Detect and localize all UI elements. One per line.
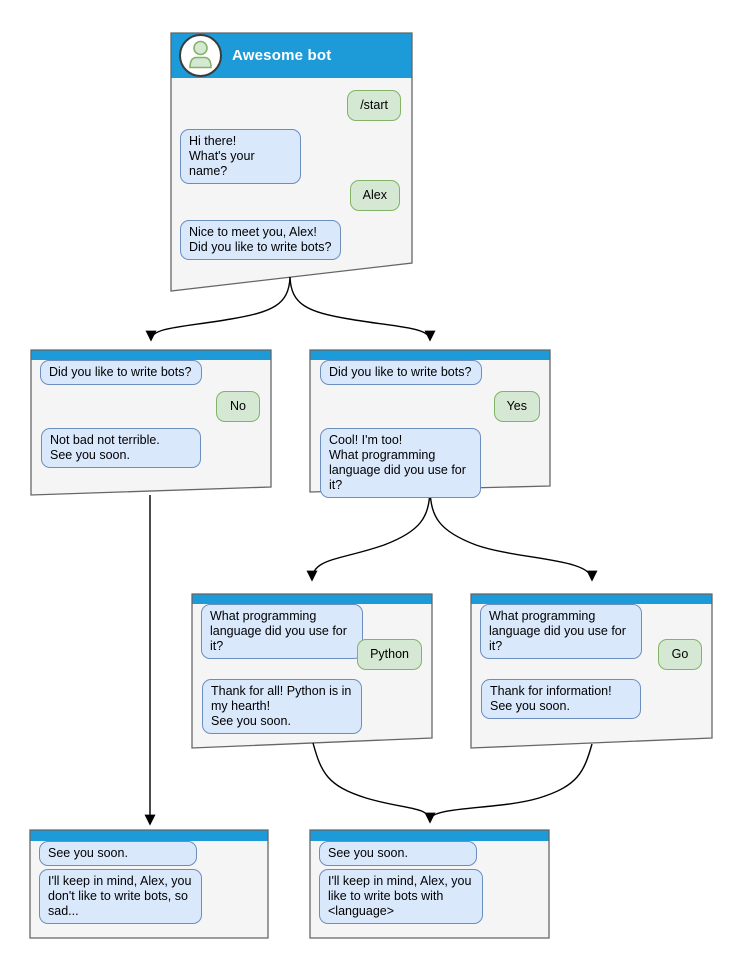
chat-window-branch-no: Did you like to write bots? No Not bad n… bbox=[31, 350, 271, 495]
branch-go-window-outline bbox=[470, 593, 713, 749]
connector-yes-to-python bbox=[306, 489, 431, 582]
chat-window-branch-yes: Did you like to write bots? Yes Cool! I'… bbox=[310, 350, 550, 498]
bot-message-bubble: What programming language did you use fo… bbox=[480, 604, 642, 659]
bot-message-bubble: I'll keep in mind, Alex, you don't like … bbox=[39, 869, 202, 924]
connector-start-to-no bbox=[145, 276, 291, 342]
bot-message-bubble: Did you like to write bots? bbox=[40, 360, 202, 385]
bot-message-bubble: I'll keep in mind, Alex, you like to wri… bbox=[319, 869, 483, 924]
branch-yes-window-outline bbox=[309, 349, 551, 493]
connector-go-to-end bbox=[429, 743, 593, 821]
bot-message-bubble: Thank for information! See you soon. bbox=[481, 679, 641, 719]
branch-go-window-titlebar bbox=[471, 594, 712, 604]
chat-window-title: Awesome bot bbox=[232, 47, 332, 64]
end-no-window-outline bbox=[29, 829, 269, 939]
branch-python-window-titlebar bbox=[192, 594, 432, 604]
chat-window-end-no: See you soon. I'll keep in mind, Alex, y… bbox=[30, 830, 268, 938]
bot-message-bubble: See you soon. bbox=[39, 841, 197, 866]
user-message-bubble: Python bbox=[357, 639, 422, 670]
chat-window-branch-go: What programming language did you use fo… bbox=[471, 594, 712, 748]
end-no-window-titlebar bbox=[30, 830, 268, 841]
chat-window-start: Awesome bot /start Hi there! What's your… bbox=[171, 33, 412, 291]
bot-message-bubble: Nice to meet you, Alex! Did you like to … bbox=[180, 220, 341, 260]
branch-no-window-outline bbox=[30, 349, 272, 496]
connector-start-to-yes bbox=[289, 276, 436, 342]
bot-message-bubble: Cool! I'm too! What programming language… bbox=[320, 428, 481, 498]
bot-message-bubble: Hi there! What's your name? bbox=[180, 129, 301, 184]
branch-no-window-titlebar bbox=[31, 350, 271, 360]
bot-message-bubble: What programming language did you use fo… bbox=[201, 604, 363, 659]
chat-window-end-yes: See you soon. I'll keep in mind, Alex, y… bbox=[310, 830, 549, 938]
chat-window-branch-python: What programming language did you use fo… bbox=[192, 594, 432, 748]
end-yes-window-outline bbox=[309, 829, 550, 939]
branch-yes-window-titlebar bbox=[310, 350, 550, 360]
bot-message-bubble: Thank for all! Python is in my hearth! S… bbox=[202, 679, 362, 734]
connector-python-to-end bbox=[312, 742, 436, 824]
user-message-bubble: Alex bbox=[349, 180, 400, 211]
bot-avatar-icon bbox=[179, 34, 222, 77]
branch-python-window-outline bbox=[191, 593, 433, 749]
connector-yes-to-go bbox=[429, 489, 598, 582]
end-yes-window-titlebar bbox=[310, 830, 549, 841]
user-message-bubble: Yes bbox=[493, 391, 540, 422]
bot-message-bubble: See you soon. bbox=[319, 841, 477, 866]
user-message-bubble: /start bbox=[347, 90, 401, 121]
bot-message-bubble: Did you like to write bots? bbox=[320, 360, 482, 385]
user-message-bubble: No bbox=[216, 391, 260, 422]
start-window-outline bbox=[170, 32, 413, 292]
user-message-bubble: Go bbox=[658, 639, 702, 670]
bot-message-bubble: Not bad not terrible. See you soon. bbox=[41, 428, 201, 468]
